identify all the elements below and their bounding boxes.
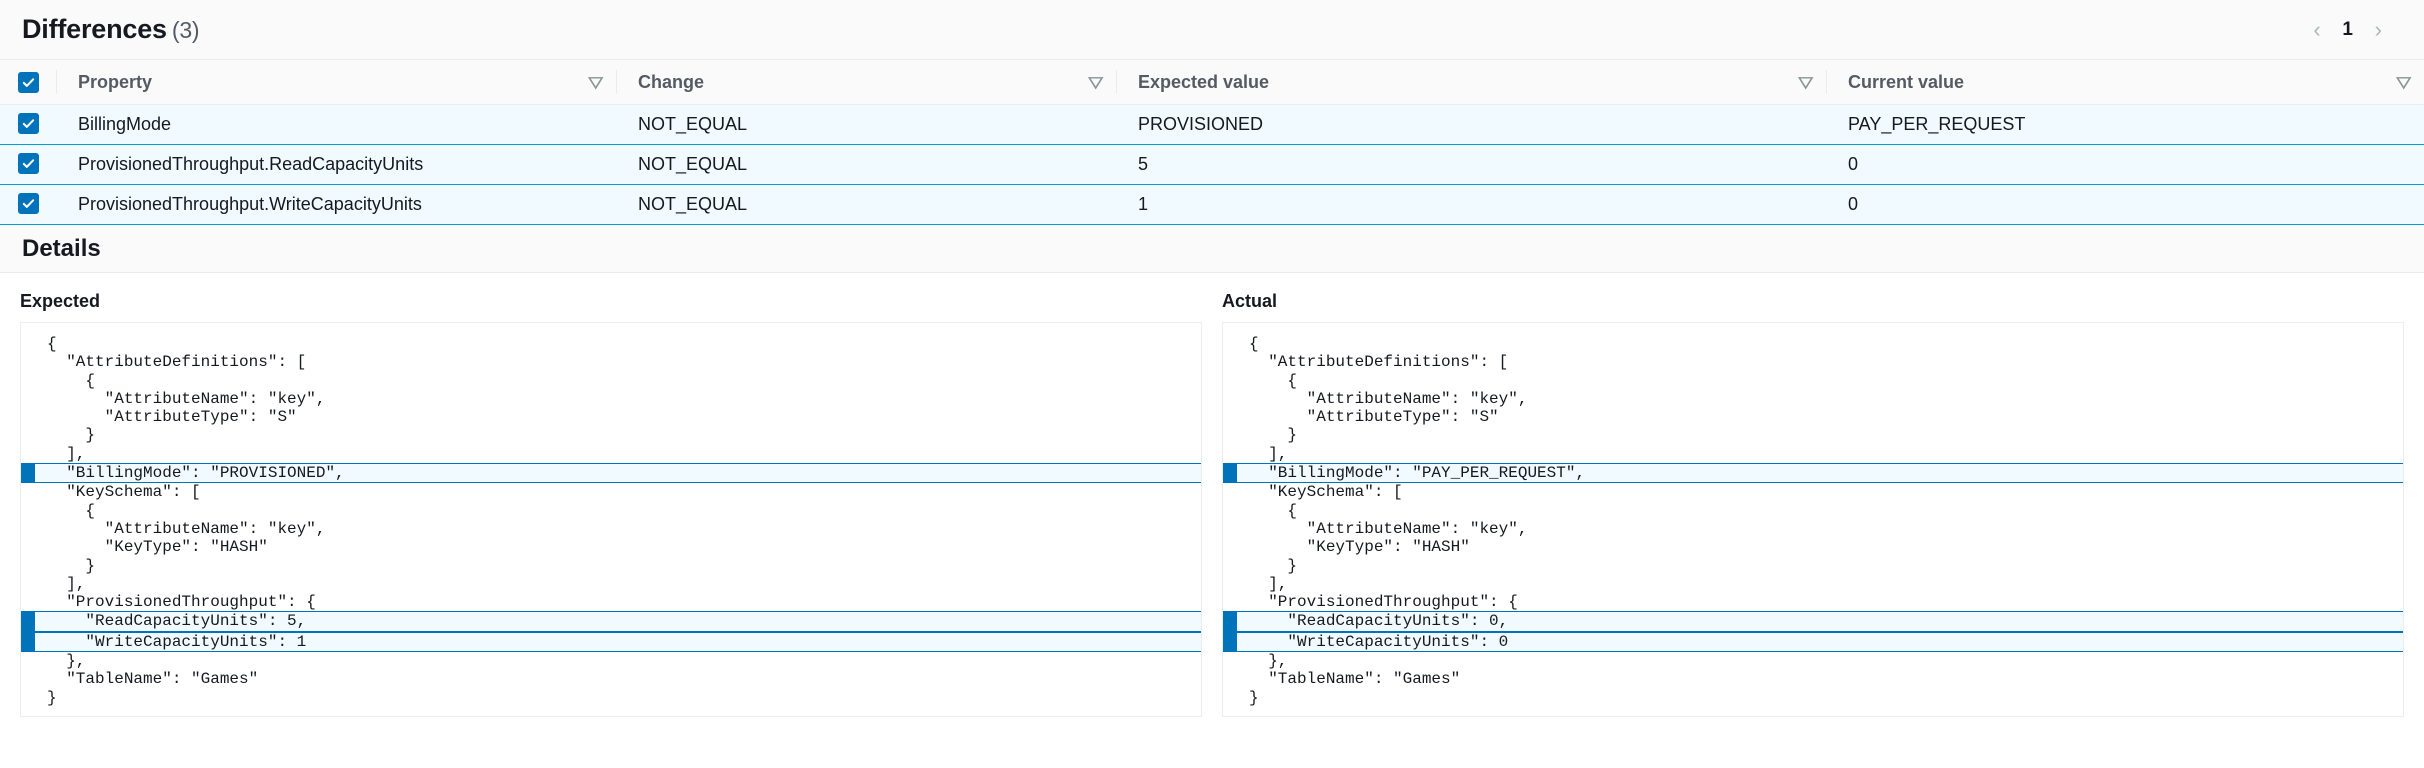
column-header-expected-value-label: Expected value: [1138, 71, 1270, 92]
code-line-highlighted: "BillingMode": "PROVISIONED",: [21, 463, 1201, 484]
details-title: Details: [22, 234, 101, 262]
code-line: }: [1249, 556, 1298, 575]
code-line: "ProvisionedThroughput": {: [1249, 593, 1518, 612]
row-checkbox[interactable]: [17, 113, 39, 134]
code-line-highlighted: "BillingMode": "PAY_PER_REQUEST",: [1223, 463, 2403, 484]
differences-count: (3): [171, 17, 200, 43]
row-select-cell[interactable]: [0, 104, 56, 145]
code-line: }: [1249, 688, 1259, 707]
cell-change[interactable]: NOT_EQUAL: [616, 144, 1116, 185]
differences-header: Differences(3) ‹ 1 ›: [0, 0, 2424, 60]
cell-property: ProvisionedThroughput.ReadCapacityUnits: [56, 144, 616, 185]
column-header-current-value-label: Current value: [1848, 71, 1965, 92]
details-panels: Expected { "AttributeDefinitions": [ { "…: [0, 273, 2424, 717]
pagination-next-icon[interactable]: ›: [2374, 16, 2382, 42]
expected-code-block: { "AttributeDefinitions": [ { "Attribute…: [20, 322, 1202, 717]
row-checkbox[interactable]: [17, 153, 39, 174]
code-line-highlighted: "WriteCapacityUnits": 0: [1223, 631, 2403, 653]
code-line: {: [1249, 501, 1298, 520]
code-line: "KeySchema": [: [47, 483, 201, 502]
code-line: {: [1249, 371, 1298, 390]
table-row[interactable]: BillingMode NOT_EQUAL PROVISIONED PAY_PE…: [0, 104, 2424, 145]
table-body: BillingMode NOT_EQUAL PROVISIONED PAY_PE…: [0, 104, 2424, 225]
cell-property: BillingMode: [56, 104, 616, 145]
actual-panel: Actual { "AttributeDefinitions": [ { "At…: [1222, 291, 2404, 717]
sort-icon[interactable]: ▽: [1089, 73, 1104, 91]
code-line: ],: [47, 444, 86, 463]
code-line-highlighted: "ReadCapacityUnits": 5,: [21, 611, 1201, 633]
code-line: }: [47, 688, 57, 707]
cell-expected-value: PROVISIONED: [1116, 104, 1826, 145]
actual-panel-label: Actual: [1222, 291, 1278, 311]
row-select-cell[interactable]: [0, 184, 56, 225]
code-line: "AttributeName": "key",: [47, 519, 326, 538]
column-header-change[interactable]: Change ▽: [616, 60, 1116, 105]
differences-table: Property ▽ Change ▽ Expected value ▽: [0, 60, 2424, 225]
code-line-highlighted: "ReadCapacityUnits": 0,: [1223, 611, 2403, 633]
column-header-change-label: Change: [638, 71, 705, 92]
code-line: "KeySchema": [: [1249, 483, 1403, 502]
cell-property: ProvisionedThroughput.WriteCapacityUnits: [56, 184, 616, 225]
code-line: }: [47, 426, 96, 445]
select-all-header: [0, 60, 56, 105]
cell-change[interactable]: NOT_EQUAL: [616, 104, 1116, 145]
row-checkbox[interactable]: [17, 193, 39, 214]
cell-current-value: PAY_PER_REQUEST: [1826, 104, 2424, 145]
row-select-cell[interactable]: [0, 144, 56, 185]
cell-current-value: 0: [1826, 144, 2424, 185]
pagination[interactable]: ‹ 1 ›: [2307, 15, 2400, 45]
cell-expected-value: 5: [1116, 144, 1826, 185]
column-header-expected-value[interactable]: Expected value ▽: [1116, 60, 1826, 105]
code-line: {: [47, 335, 57, 353]
select-all-checkbox[interactable]: [17, 71, 39, 93]
details-header: Details: [0, 225, 2424, 273]
table-row[interactable]: ProvisionedThroughput.WriteCapacityUnits…: [0, 184, 2424, 225]
table-header: Property ▽ Change ▽ Expected value ▽: [0, 60, 2424, 105]
code-line: "ProvisionedThroughput": {: [47, 593, 316, 612]
code-line: }: [1249, 426, 1298, 445]
sort-icon[interactable]: ▽: [2397, 73, 2412, 91]
cell-current-value: 0: [1826, 184, 2424, 225]
sort-icon[interactable]: ▽: [589, 73, 604, 91]
code-line: "TableName": "Games": [47, 670, 259, 689]
code-line: "AttributeDefinitions": [: [1249, 353, 1509, 372]
column-header-property-label: Property: [78, 71, 153, 92]
code-line: ],: [47, 574, 86, 593]
code-line: {: [1249, 335, 1259, 353]
code-line: ],: [1249, 574, 1288, 593]
expected-panel: Expected { "AttributeDefinitions": [ { "…: [20, 291, 1202, 717]
page-title-text: Differences: [22, 14, 167, 44]
code-line: "AttributeDefinitions": [: [47, 353, 307, 372]
column-header-property[interactable]: Property ▽: [56, 60, 616, 105]
code-line: "AttributeName": "key",: [1249, 389, 1528, 408]
page-title: Differences(3): [22, 14, 200, 45]
sort-icon[interactable]: ▽: [1799, 73, 1814, 91]
code-line: },: [1249, 652, 1288, 671]
table-row[interactable]: ProvisionedThroughput.ReadCapacityUnits …: [0, 144, 2424, 185]
code-line: "AttributeType": "S": [1249, 408, 1499, 427]
code-line: {: [47, 371, 96, 390]
actual-code-block: { "AttributeDefinitions": [ { "Attribute…: [1222, 322, 2404, 717]
expected-panel-label: Expected: [20, 291, 101, 311]
code-line-highlighted: "WriteCapacityUnits": 1: [21, 631, 1201, 653]
code-line: },: [47, 652, 86, 671]
code-line: "AttributeName": "key",: [1249, 519, 1528, 538]
code-line: "KeyType": "HASH": [1249, 538, 1470, 557]
code-line: "AttributeType": "S": [47, 408, 297, 427]
pagination-prev-icon[interactable]: ‹: [2313, 16, 2321, 42]
code-line: }: [47, 556, 96, 575]
table-header-row: Property ▽ Change ▽ Expected value ▽: [0, 60, 2424, 105]
code-line: "KeyType": "HASH": [47, 538, 268, 557]
code-line: ],: [1249, 444, 1288, 463]
pagination-page-number[interactable]: 1: [2342, 18, 2353, 40]
cell-change[interactable]: NOT_EQUAL: [616, 184, 1116, 225]
column-header-current-value[interactable]: Current value ▽: [1826, 60, 2424, 105]
code-line: "TableName": "Games": [1249, 670, 1461, 689]
cell-expected-value: 1: [1116, 184, 1826, 225]
code-line: "AttributeName": "key",: [47, 389, 326, 408]
code-line: {: [47, 501, 96, 520]
